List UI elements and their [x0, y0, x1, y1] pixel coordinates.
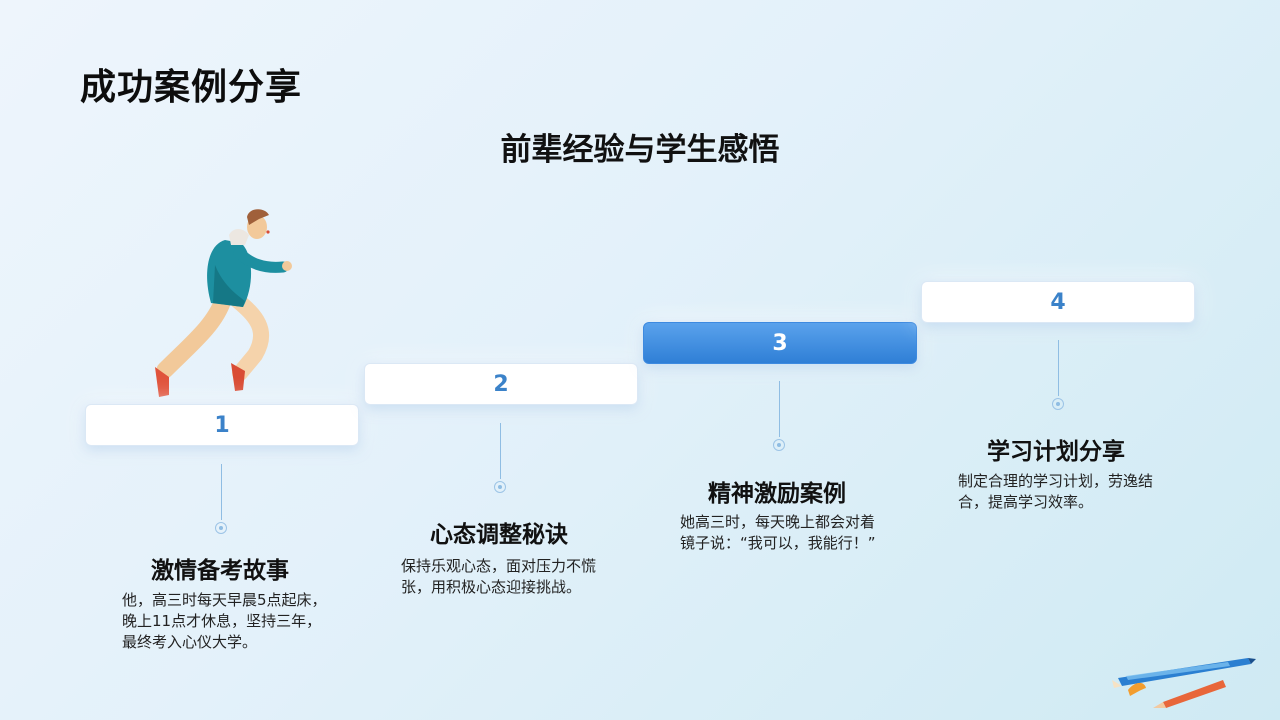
step-3-title: 精神激励案例 — [708, 481, 846, 507]
step-4-box: 4 — [921, 281, 1195, 323]
step-2-desc: 保持乐观心态，面对压力不慌张，用积极心态迎接挑战。 — [401, 557, 597, 596]
step-2-box: 2 — [364, 363, 638, 405]
step-4-connector — [1058, 340, 1059, 396]
pens-icon — [1112, 658, 1256, 708]
page-title: 成功案例分享 — [80, 67, 303, 108]
step-1-title: 激情备考故事 — [151, 558, 289, 584]
step-3-box: 3 — [643, 322, 917, 364]
step-2-title: 心态调整秘诀 — [430, 522, 568, 548]
running-man-icon — [155, 209, 292, 397]
step-4-title: 学习计划分享 — [987, 439, 1125, 465]
step-1-connector — [221, 464, 222, 520]
step-3-dot — [773, 439, 785, 451]
step-2-connector — [500, 423, 501, 479]
step-3-desc: 她高三时，每天晚上都会对着镜子说：“我可以，我能行！” — [680, 513, 876, 552]
step-1-box: 1 — [85, 404, 359, 446]
step-4-dot — [1052, 398, 1064, 410]
step-4-desc: 制定合理的学习计划，劳逸结合，提高学习效率。 — [958, 472, 1154, 511]
step-1-dot — [215, 522, 227, 534]
step-2-dot — [494, 481, 506, 493]
step-3-connector — [779, 381, 780, 437]
step-1-desc: 他，高三时每天早晨5点起床，晚上11点才休息，坚持三年，最终考入心仪大学。 — [122, 591, 327, 651]
section-subtitle: 前辈经验与学生感悟 — [500, 132, 780, 168]
